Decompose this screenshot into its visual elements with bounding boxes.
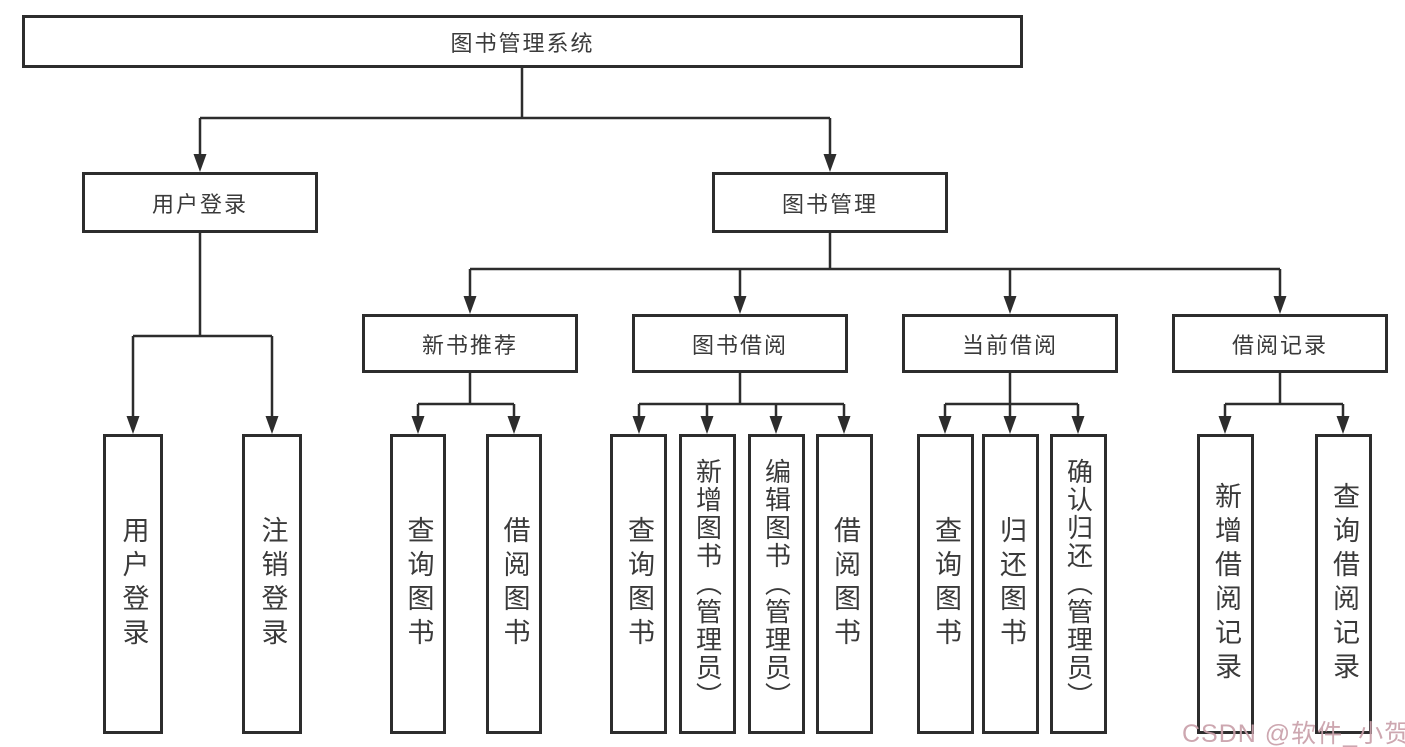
leaf-query-borrow-record: 查询借阅记录 <box>1315 434 1372 734</box>
leaf-add-books-admin: 新增图书（管理员） <box>679 434 736 734</box>
leaf-confirm-return-admin: 确认归还（管理员） <box>1050 434 1107 734</box>
leaf-return-books: 归还图书 <box>982 434 1039 734</box>
leaf-borrowing-query-books: 查询图书 <box>610 434 667 734</box>
leaf-newbook-borrow-books: 借阅图书 <box>486 434 542 734</box>
node-new-book-recommend: 新书推荐 <box>362 314 578 373</box>
leaf-edit-books-admin: 编辑图书（管理员） <box>748 434 805 734</box>
csdn-watermark: CSDN @软件_小贺同学 <box>1182 720 1405 747</box>
node-user-login: 用户登录 <box>82 172 318 233</box>
node-library-management-system: 图书管理系统 <box>22 15 1023 68</box>
node-book-borrowing: 图书借阅 <box>632 314 848 373</box>
leaf-borrowing-borrow-books: 借阅图书 <box>816 434 873 734</box>
leaf-current-query-books: 查询图书 <box>917 434 974 734</box>
node-book-management: 图书管理 <box>712 172 948 233</box>
leaf-user-login: 用户登录 <box>103 434 163 734</box>
leaf-add-borrow-record: 新增借阅记录 <box>1197 434 1254 734</box>
leaf-logout: 注销登录 <box>242 434 302 734</box>
node-borrowing-records: 借阅记录 <box>1172 314 1388 373</box>
node-current-borrowing: 当前借阅 <box>902 314 1118 373</box>
arrowhead-icons <box>126 154 1350 434</box>
leaf-newbook-query-books: 查询图书 <box>390 434 446 734</box>
